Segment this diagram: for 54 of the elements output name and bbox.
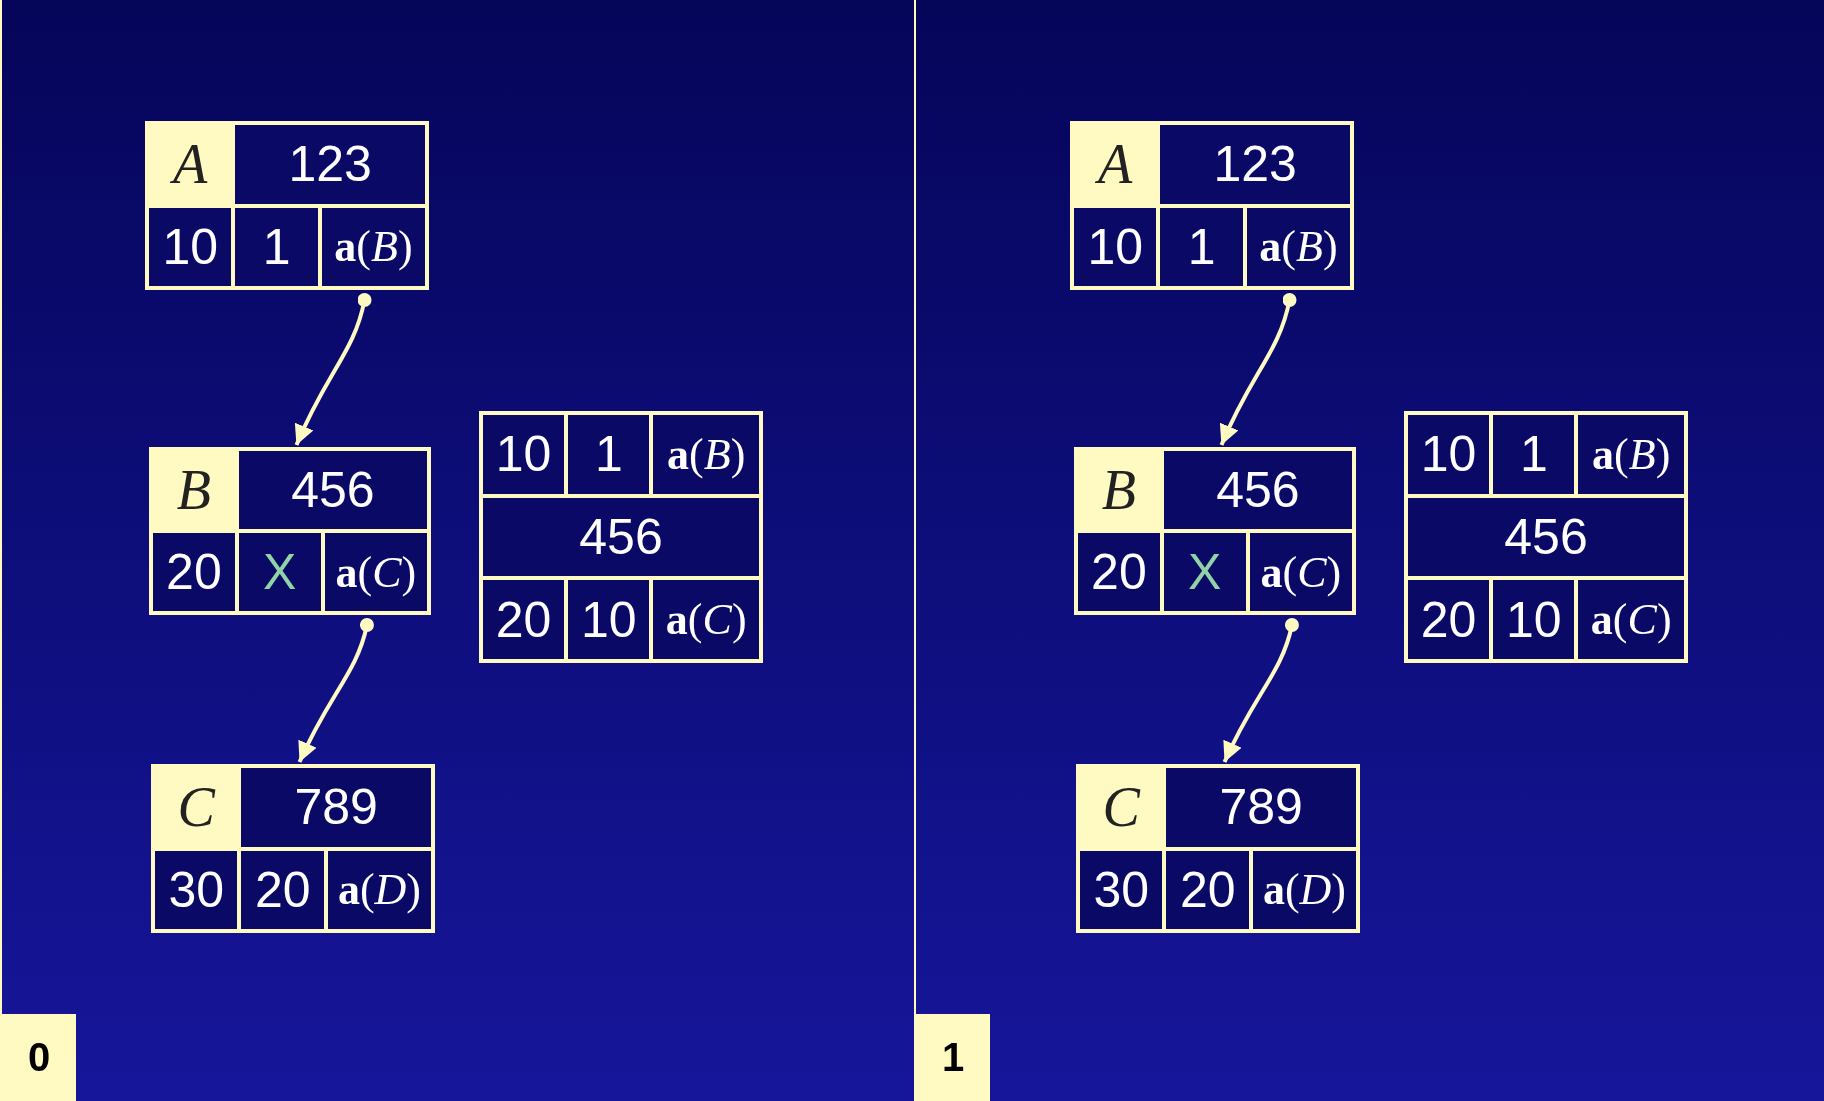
field-value: 10 bbox=[568, 580, 650, 659]
field-value: 10 bbox=[1408, 415, 1490, 494]
field-value: a(B) bbox=[1578, 415, 1684, 494]
record-name: B bbox=[1100, 458, 1138, 523]
field-value: 456 bbox=[1408, 497, 1684, 577]
field-value: 789 bbox=[241, 768, 431, 847]
field-value: a(D) bbox=[327, 850, 431, 929]
field-value: 1 bbox=[1160, 207, 1243, 286]
field-value: 123 bbox=[1160, 125, 1350, 204]
record-box bbox=[145, 121, 429, 290]
field-value: 20 bbox=[241, 850, 324, 929]
field-value: 30 bbox=[155, 850, 238, 929]
record-name: C bbox=[176, 775, 217, 841]
field-value: X bbox=[1163, 533, 1246, 611]
record-box bbox=[1070, 121, 1354, 290]
field-value: a(B) bbox=[653, 415, 759, 494]
field-value: 1 bbox=[568, 415, 650, 494]
field-value: a(B) bbox=[1246, 207, 1350, 286]
record-name: B bbox=[175, 458, 213, 523]
record-box bbox=[151, 764, 435, 933]
field-value: 20 bbox=[1078, 533, 1160, 611]
field-value: a(C) bbox=[653, 580, 759, 659]
field-value: a(C) bbox=[324, 533, 427, 611]
record-name: C bbox=[1101, 775, 1142, 841]
field-value: X bbox=[238, 533, 321, 611]
field-value: 20 bbox=[1166, 850, 1249, 929]
record-box bbox=[1404, 411, 1688, 663]
field-value: 123 bbox=[235, 125, 425, 204]
field-value: a(C) bbox=[1249, 533, 1352, 611]
field-value: a(B) bbox=[321, 207, 425, 286]
field-value: 456 bbox=[1163, 451, 1352, 529]
field-value: 456 bbox=[483, 497, 759, 577]
record-box bbox=[479, 411, 763, 663]
field-value: a(D) bbox=[1252, 850, 1356, 929]
field-value: 20 bbox=[153, 533, 235, 611]
field-value: 20 bbox=[1408, 580, 1490, 659]
field-value: a(C) bbox=[1578, 580, 1684, 659]
record-box bbox=[149, 447, 431, 615]
field-value: 456 bbox=[238, 451, 427, 529]
frame-number: 0 bbox=[2, 1014, 76, 1101]
record-box bbox=[1076, 764, 1360, 933]
field-value: 789 bbox=[1166, 768, 1356, 847]
field-value: 10 bbox=[1493, 580, 1575, 659]
field-value: 30 bbox=[1080, 850, 1163, 929]
field-value: 1 bbox=[1493, 415, 1575, 494]
field-value: 1 bbox=[235, 207, 318, 286]
record-name: A bbox=[1074, 125, 1157, 204]
field-value: 10 bbox=[1074, 207, 1157, 286]
record-name: A bbox=[149, 125, 232, 204]
field-value: 10 bbox=[149, 207, 232, 286]
frame-number: 1 bbox=[916, 1014, 990, 1101]
record-box bbox=[1074, 447, 1356, 615]
field-value: 10 bbox=[483, 415, 565, 494]
field-value: 20 bbox=[483, 580, 565, 659]
